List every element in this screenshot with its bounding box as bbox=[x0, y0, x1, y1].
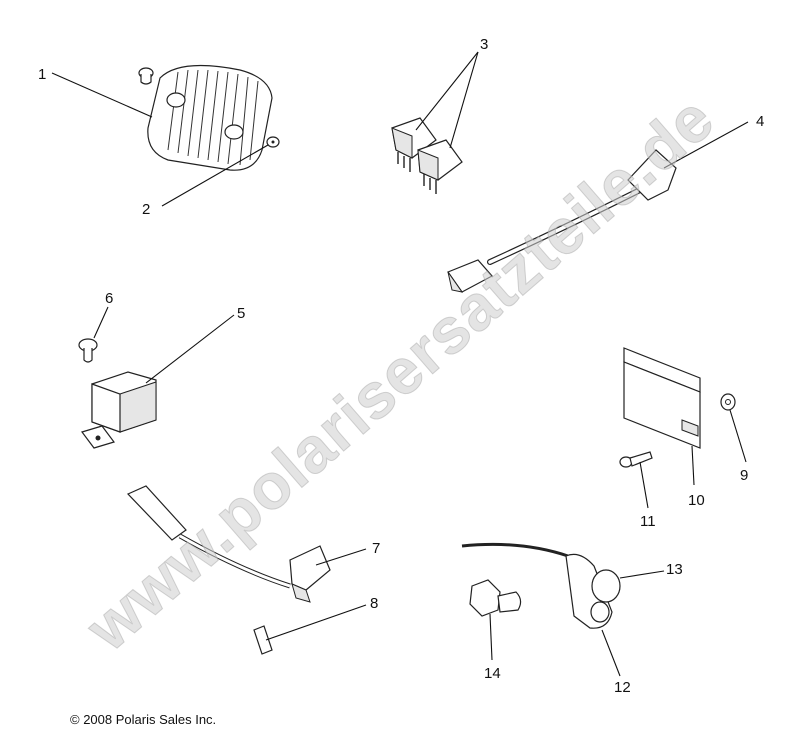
part-ecu-module bbox=[623, 347, 701, 449]
part-voltage-regulator bbox=[147, 64, 273, 171]
part-screw-top bbox=[138, 67, 154, 85]
callout-3: 3 bbox=[480, 36, 488, 53]
callout-5: 5 bbox=[237, 305, 245, 322]
part-pin bbox=[253, 625, 273, 655]
callout-9: 9 bbox=[740, 467, 748, 484]
copyright-notice: © 2008 Polaris Sales Inc. bbox=[70, 712, 217, 727]
callout-7: 7 bbox=[372, 540, 380, 557]
part-screw-6 bbox=[78, 338, 98, 363]
callout-14: 14 bbox=[484, 665, 501, 682]
callout-13: 13 bbox=[666, 561, 683, 578]
callout-10: 10 bbox=[688, 492, 705, 509]
part-nut-9 bbox=[720, 393, 736, 411]
callout-11: 11 bbox=[640, 513, 656, 530]
part-bolt-14 bbox=[469, 579, 522, 617]
callout-8: 8 bbox=[370, 595, 378, 612]
part-screw-2 bbox=[266, 136, 280, 148]
part-wire-harness bbox=[447, 149, 677, 293]
part-relay-bracket bbox=[81, 371, 157, 449]
part-sensor-cable bbox=[126, 485, 331, 603]
part-relays bbox=[391, 117, 463, 194]
callout-6: 6 bbox=[105, 290, 113, 307]
callout-4: 4 bbox=[756, 113, 764, 130]
callout-12: 12 bbox=[614, 679, 631, 696]
callout-1: 1 bbox=[38, 66, 46, 83]
part-bolt-11 bbox=[619, 451, 653, 468]
leader-lines bbox=[51, 51, 749, 677]
callout-2: 2 bbox=[142, 201, 150, 218]
part-switch bbox=[461, 542, 621, 629]
